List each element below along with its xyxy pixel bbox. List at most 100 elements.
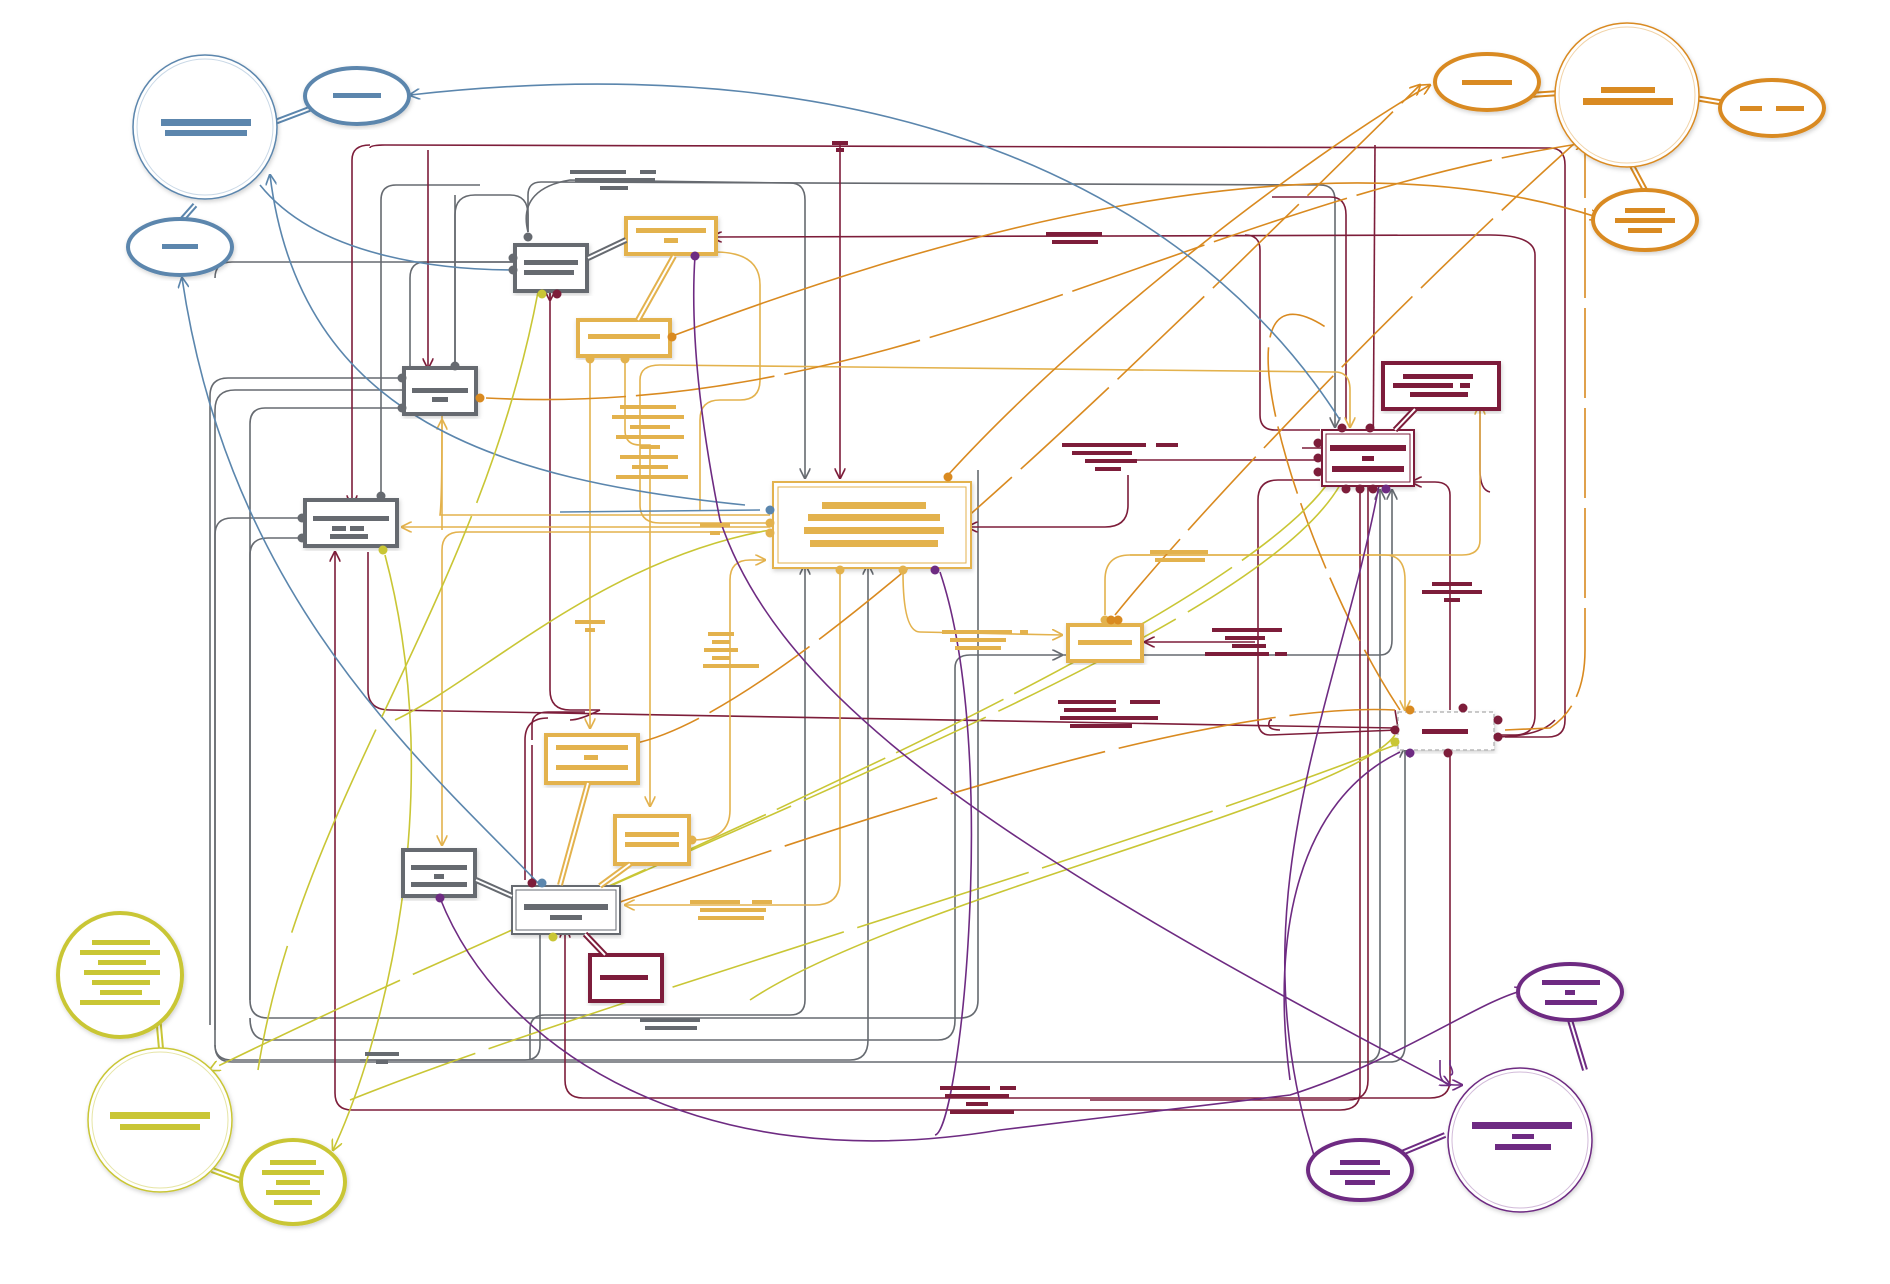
olive-edge <box>749 734 1396 1001</box>
purple-hub-inner-ring <box>1451 1071 1589 1209</box>
port-dot <box>1405 705 1415 715</box>
purple-hub-node[interactable] <box>1447 1067 1593 1213</box>
port-dot <box>508 265 518 275</box>
port-dot <box>835 565 845 575</box>
olive-node-label-bar <box>262 1170 324 1175</box>
maroon-box-top-right[interactable] <box>1381 361 1501 411</box>
purple-node-top[interactable] <box>1516 962 1624 1022</box>
maroon-edge <box>1372 144 1376 481</box>
maroon-edge <box>367 552 1396 729</box>
port-dot <box>376 491 386 501</box>
maroon-edge-label <box>1062 443 1178 471</box>
purple-hub-label-bar <box>1472 1122 1572 1129</box>
olive-edge-group <box>210 291 1396 1150</box>
gray-box-bottom-center[interactable] <box>511 885 621 935</box>
gold-box-right[interactable] <box>1066 623 1144 663</box>
port-dot <box>548 932 558 942</box>
gold-double-link <box>599 863 631 887</box>
gold-edge-label <box>1150 550 1208 562</box>
gray-edge <box>529 565 805 1061</box>
port-dot <box>527 878 537 888</box>
olive-node-label-bar <box>92 980 150 985</box>
maroon-edge-label <box>940 1086 1016 1114</box>
gray-edge <box>380 184 480 505</box>
olive-node-top[interactable] <box>56 911 184 1039</box>
olive-node-label-bar <box>80 1000 160 1005</box>
purple-edge <box>1449 1060 1454 1076</box>
port-dot <box>1337 423 1347 433</box>
port-dot <box>1390 737 1400 747</box>
maroon-edge-label <box>1058 700 1160 728</box>
port-dot <box>667 332 677 342</box>
blue-hub-inner-ring <box>136 58 274 196</box>
gold-box-top[interactable] <box>624 216 718 256</box>
port-dot <box>1493 732 1503 742</box>
port-dot <box>450 361 460 371</box>
gold-edge <box>442 531 760 845</box>
node-layer <box>56 22 1826 1226</box>
gray-edge <box>360 915 540 1061</box>
maroon-box-label-bar <box>1460 383 1470 388</box>
purple-edge-group <box>439 255 1525 1168</box>
maroon-edge <box>1244 196 1347 431</box>
gold-edge <box>699 251 761 510</box>
gold-box-label-bar <box>588 334 660 339</box>
gold-box-bottom[interactable] <box>613 814 691 866</box>
orange-cluster <box>1433 22 1826 252</box>
blue-hub-node[interactable] <box>132 54 278 200</box>
orange-hub-node[interactable] <box>1554 22 1700 168</box>
port-dot <box>1390 725 1400 735</box>
gray-box-mid[interactable] <box>402 366 478 416</box>
gray-box-label-bar <box>332 526 346 531</box>
purple-hub-label-bar <box>1512 1134 1534 1139</box>
port-dot <box>687 835 697 845</box>
gray-box-bottom-left[interactable] <box>401 848 477 898</box>
purple-node-bottom[interactable] <box>1306 1138 1414 1202</box>
gray-edge <box>527 181 1335 427</box>
gray-box-left[interactable] <box>303 498 399 548</box>
gray-box-label-bar <box>550 915 582 920</box>
maroon-edge-label <box>832 141 848 152</box>
gold-edge <box>1130 405 1480 556</box>
orange-node-bottom[interactable] <box>1591 188 1699 252</box>
port-dot <box>378 545 388 555</box>
olive-hub-node[interactable] <box>87 1047 233 1193</box>
olive-node-bottom[interactable] <box>239 1138 347 1226</box>
orange-node-right[interactable] <box>1718 78 1826 138</box>
maroon-box-hub[interactable] <box>1321 429 1415 487</box>
port-dot <box>523 232 533 242</box>
port-dot <box>943 472 953 482</box>
gold-double-link <box>559 782 589 886</box>
purple-node-label-bar <box>1345 1180 1375 1185</box>
port-dot <box>1341 484 1351 494</box>
maroon-double-link <box>584 933 606 956</box>
maroon-edge <box>524 717 549 880</box>
gray-edge-label <box>640 1018 700 1030</box>
gold-edge-label <box>703 632 759 668</box>
port-dot <box>1443 748 1453 758</box>
port-dot <box>1405 748 1415 758</box>
port-dot <box>508 253 518 263</box>
orange-edge <box>1114 142 1576 616</box>
gray-box-top[interactable] <box>513 243 589 293</box>
blue-edge-group <box>182 83 1341 886</box>
gray-edge <box>454 194 529 370</box>
maroon-box-inner-outline <box>1325 433 1411 483</box>
blue-node-top[interactable] <box>303 66 411 126</box>
port-dot <box>690 251 700 261</box>
edge-layer <box>182 84 1600 1168</box>
dashed-box[interactable] <box>1397 711 1495 751</box>
gold-box-main[interactable] <box>772 481 972 569</box>
port-dot <box>930 565 940 575</box>
gold-box-upper[interactable] <box>576 318 672 358</box>
gold-box-label-bar <box>822 502 926 509</box>
gold-edge <box>639 364 1350 524</box>
gold-box-label-bar <box>810 540 938 547</box>
gray-box-label-bar <box>412 388 468 393</box>
purple-edge <box>1283 751 1401 1081</box>
gold-box-inner-outline <box>777 486 967 564</box>
blue-node-bottom[interactable] <box>126 217 234 277</box>
gold-box-lower[interactable] <box>544 733 640 785</box>
orange-node-left[interactable] <box>1433 52 1541 112</box>
maroon-box-bottom[interactable] <box>588 953 664 1003</box>
